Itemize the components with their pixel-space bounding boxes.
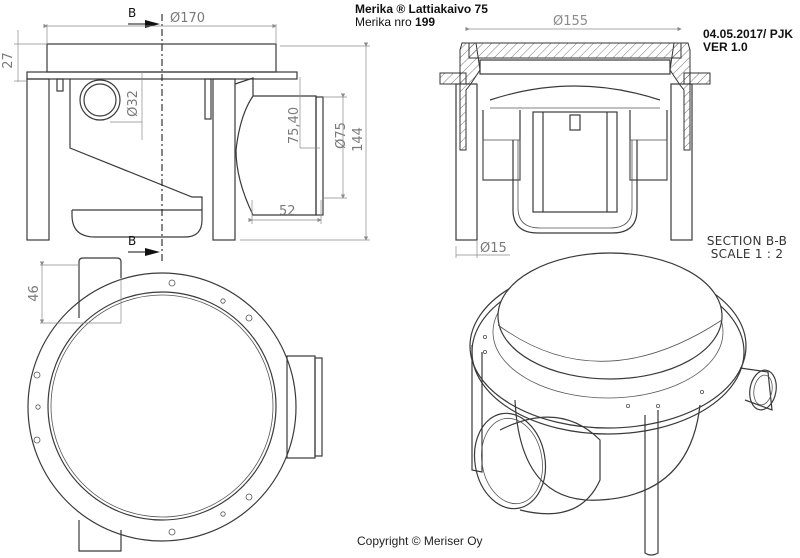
dim-collar-height: 27 — [0, 52, 16, 69]
side-view — [14, 14, 370, 262]
section-view — [439, 26, 711, 258]
dim-inlet-length: 46 — [26, 285, 42, 302]
date-author: 04.05.2017/ PJK — [703, 27, 794, 41]
dim-grate-diameter: Ø155 — [553, 14, 589, 29]
product-number: 199 — [415, 15, 436, 29]
isometric-view — [469, 252, 777, 556]
dim-total-height: 144 — [350, 127, 366, 152]
dim-outlet-diameter: Ø75 — [333, 122, 349, 149]
revision-block: 04.05.2017/ PJK VER 1.0 — [703, 28, 793, 54]
dim-top-diameter: Ø170 — [170, 11, 206, 26]
section-marker-bottom: B — [128, 234, 137, 248]
top-view — [27, 257, 323, 552]
dim-outlet-center-height: 75,40 — [287, 106, 303, 145]
title-block: Merika ® Lattiakaivo 75 Merika nro 199 — [355, 3, 488, 29]
section-marker-top: B — [128, 6, 137, 20]
copyright: Copyright © Meriser Oy — [357, 534, 483, 548]
section-label-scale: SCALE 1 : 2 — [710, 247, 784, 261]
dim-leg-diameter: Ø15 — [480, 241, 507, 256]
product-number-label: Merika nro — [355, 15, 412, 29]
product-title: Merika ® Lattiakaivo 75 — [355, 2, 488, 16]
version: VER 1.0 — [703, 40, 748, 54]
section-label: SECTION B-B SCALE 1 : 2 — [697, 235, 797, 261]
dim-inlet-diameter: Ø32 — [125, 90, 141, 117]
product-number-line: Merika nro 199 — [355, 16, 488, 29]
dim-outlet-length: 52 — [279, 204, 296, 219]
section-label-title: SECTION B-B — [706, 234, 788, 248]
